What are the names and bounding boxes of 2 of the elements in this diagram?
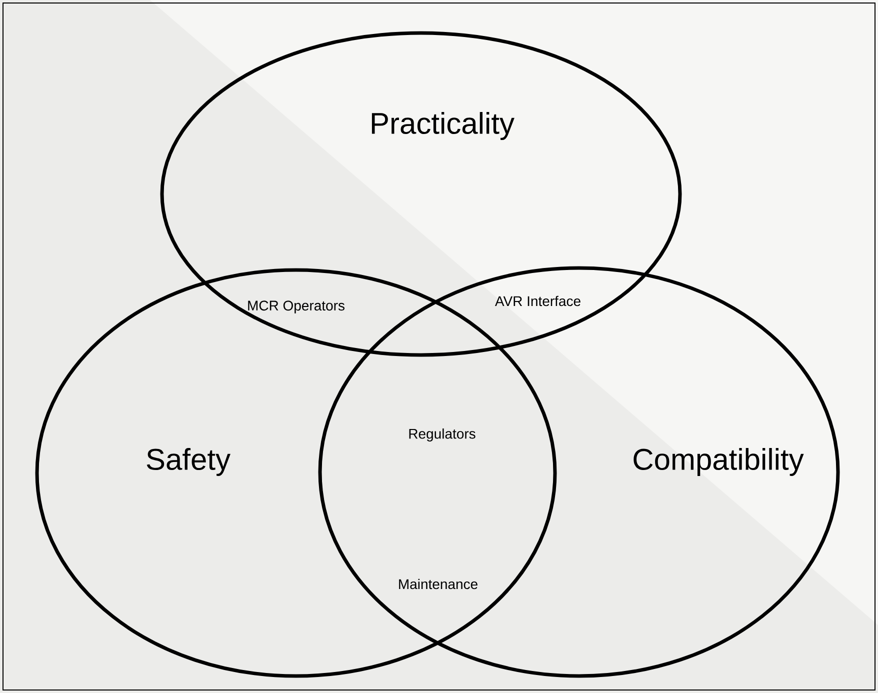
region-label: Regulators: [409, 428, 476, 442]
region-label: Maintenance: [399, 578, 478, 590]
